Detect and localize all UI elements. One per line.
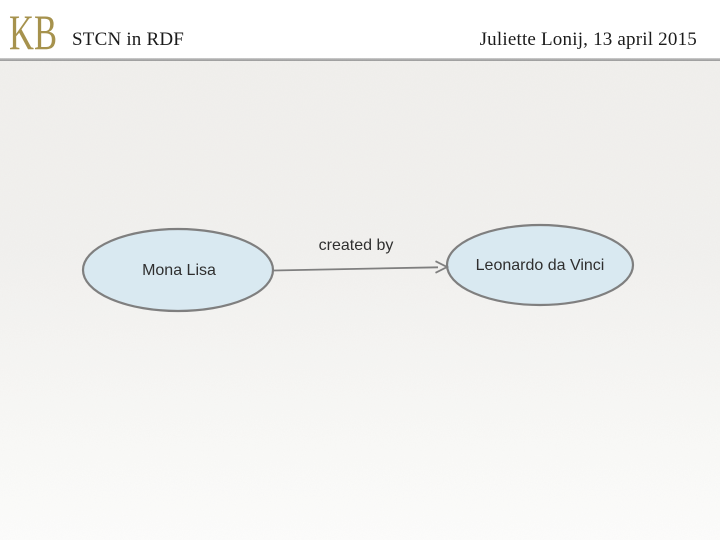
edge-arrowhead-icon [435,260,449,274]
edge-label-created-by: created by [319,237,394,254]
node-label-mona-lisa: Mona Lisa [142,262,216,279]
slide-header: KB STCN in RDF Juliette Lonij, 13 april … [0,0,720,58]
author-and-date: Juliette Lonij, 13 april 2015 [479,29,697,50]
edge-line-created-by [273,266,439,272]
header-divider [0,58,720,61]
node-ellipse-leonardo-da-vinci [445,223,635,307]
kb-logo-text: KB [9,4,57,58]
node-label-leonardo-da-vinci: Leonardo da Vinci [476,257,605,274]
slide-title: STCN in RDF [72,29,185,50]
node-ellipse-mona-lisa [81,227,275,313]
kb-logo: KB [9,4,57,58]
